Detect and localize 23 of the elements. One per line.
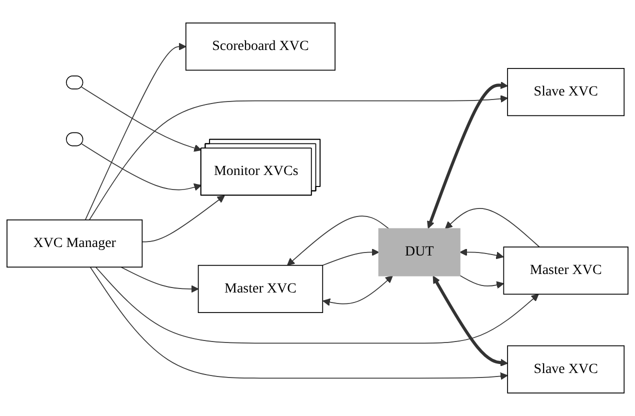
arrow [81, 86, 202, 152]
node-box: Slave XVC [507, 345, 625, 394]
arrow [84, 42, 186, 220]
arrow [322, 248, 380, 266]
node-box: DUT [378, 228, 460, 276]
arrow [460, 275, 504, 289]
arrow [460, 248, 504, 260]
node-box: Slave XVC [507, 68, 625, 116]
node-box: XVC Manager [6, 219, 143, 268]
arrow [286, 216, 390, 266]
arrow [95, 266, 539, 344]
arrow [88, 95, 508, 220]
arrow [142, 195, 225, 242]
arrow [81, 143, 202, 191]
arrow [427, 81, 508, 229]
node-box: Master XVC [503, 246, 628, 295]
arrow [322, 276, 393, 306]
arrow [120, 266, 199, 293]
arrow [432, 276, 508, 366]
node-box: Scoreboard XVC [185, 22, 336, 71]
arrow [90, 266, 508, 380]
arrow [444, 208, 540, 248]
node-box: Master XVC [198, 264, 324, 313]
